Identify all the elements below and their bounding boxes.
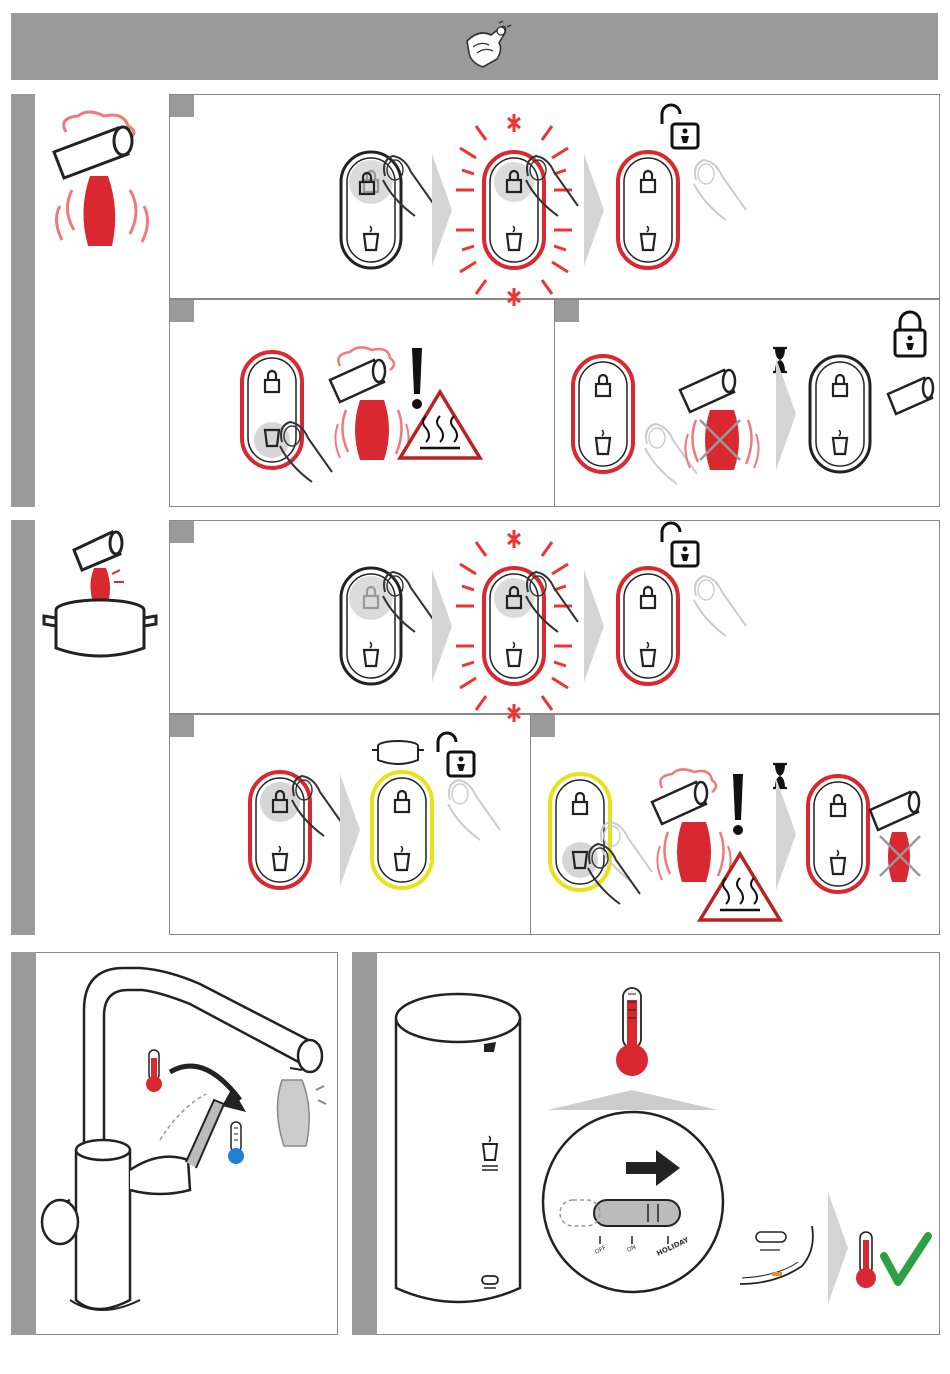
hourglass-icon [773, 348, 787, 372]
cooking-pot-icon [372, 741, 424, 764]
arrow-right-icon [432, 570, 452, 682]
pill-flashing [456, 114, 578, 306]
child-lock-open-icon [438, 733, 474, 776]
child-lock-open-icon [662, 523, 698, 566]
pill-yellow [372, 772, 500, 888]
hot-water-flow [330, 347, 409, 460]
arrow-right-icon [776, 778, 796, 890]
faucet-drawing [42, 968, 326, 1310]
pill-red [573, 356, 697, 484]
pill-unlocked [618, 152, 746, 268]
pill-press-cup [242, 352, 332, 482]
arrow-right-icon [776, 358, 796, 470]
no-flow-spout [870, 792, 920, 882]
thermometer-icon [616, 988, 648, 1076]
exclamation-icon [412, 348, 422, 409]
pill-press-lock [341, 152, 435, 268]
switch-indicator [740, 1226, 813, 1284]
spout-idle [888, 378, 933, 414]
boiler-tank [396, 994, 520, 1302]
thermometer-icon [146, 1050, 162, 1092]
arrow-right-icon [584, 154, 604, 266]
thermometer-icon [228, 1122, 244, 1164]
hot-surface-warning-icon [400, 392, 480, 458]
pill-red [808, 776, 868, 892]
pill-press-lock-red [250, 772, 344, 888]
arrow-right-icon [432, 154, 452, 266]
hot-surface-warning-icon [700, 854, 780, 920]
pill-yellow-press-cup [550, 774, 652, 904]
pill-flashing [456, 530, 578, 722]
hourglass-icon [773, 764, 787, 788]
child-lock-open-icon [662, 105, 698, 148]
pill-locked [810, 356, 870, 472]
arrow-right-icon [340, 774, 360, 886]
no-flow-spout [680, 370, 759, 470]
arrow-right-icon [828, 1192, 848, 1304]
thermometer-icon [856, 1232, 876, 1288]
exclamation-icon [733, 774, 743, 835]
pill-unlocked [618, 568, 746, 684]
lock-icon [895, 312, 925, 356]
pill-press-lock [341, 568, 435, 684]
arrow-right-icon [584, 570, 604, 682]
checkmark-icon [884, 1236, 928, 1282]
hot-water-flow [652, 769, 731, 882]
zoom-wedge [548, 1090, 718, 1110]
